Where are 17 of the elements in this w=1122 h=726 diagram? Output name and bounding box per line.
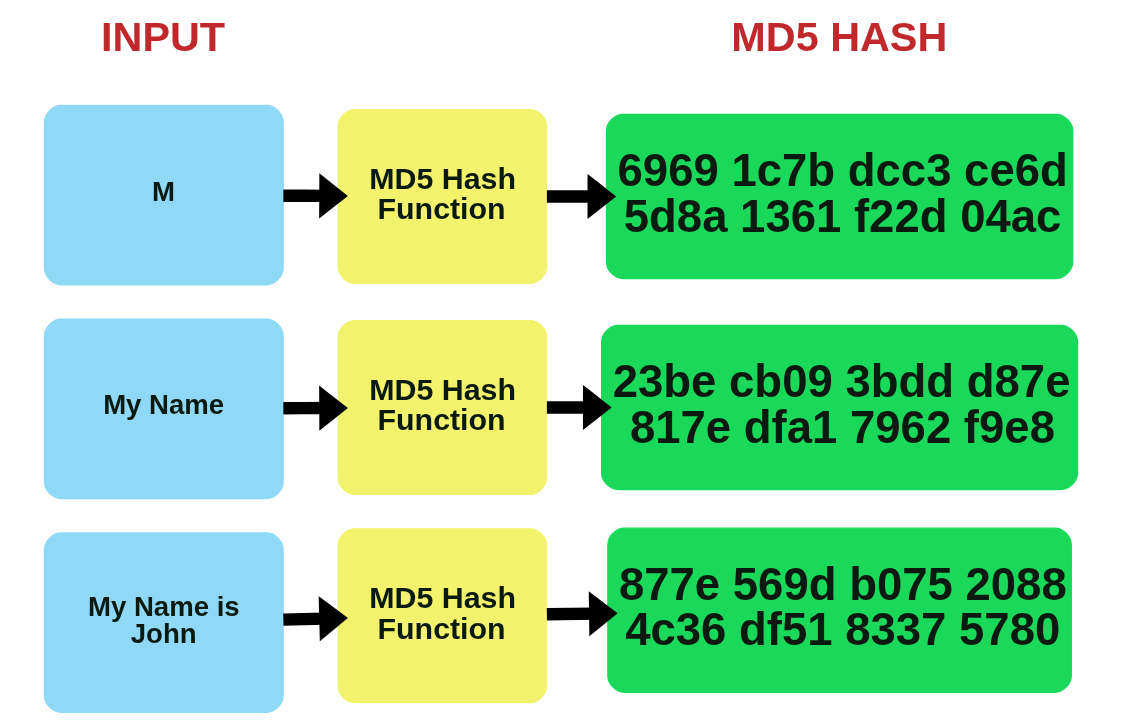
- node-box: MD5 Hash Function: [337, 108, 548, 285]
- node-box: MD5 Hash Function: [337, 319, 548, 496]
- arrow: [546, 173, 617, 220]
- label: MD5 HASH: [731, 13, 948, 60]
- node-box: 6969 1c7b dcc3 ce6d 5d8a 1361 f22d 04ac: [605, 113, 1074, 280]
- arrow: [283, 385, 348, 431]
- node-box: My Name: [43, 318, 284, 500]
- node-box: M: [43, 104, 284, 286]
- node-box: My Name is John: [43, 532, 284, 713]
- arrow: [546, 591, 618, 637]
- node-box: MD5 Hash Function: [337, 528, 548, 704]
- node-box: 877e 569d b075 2088 4c36 df51 8337 5780: [607, 527, 1072, 693]
- arrow: [283, 173, 348, 219]
- node-box: 23be cb09 3bdd d87e 817e dfa1 7962 f9e8: [601, 324, 1079, 491]
- arrow: [283, 596, 348, 642]
- label: INPUT: [101, 13, 226, 60]
- arrow: [546, 384, 612, 431]
